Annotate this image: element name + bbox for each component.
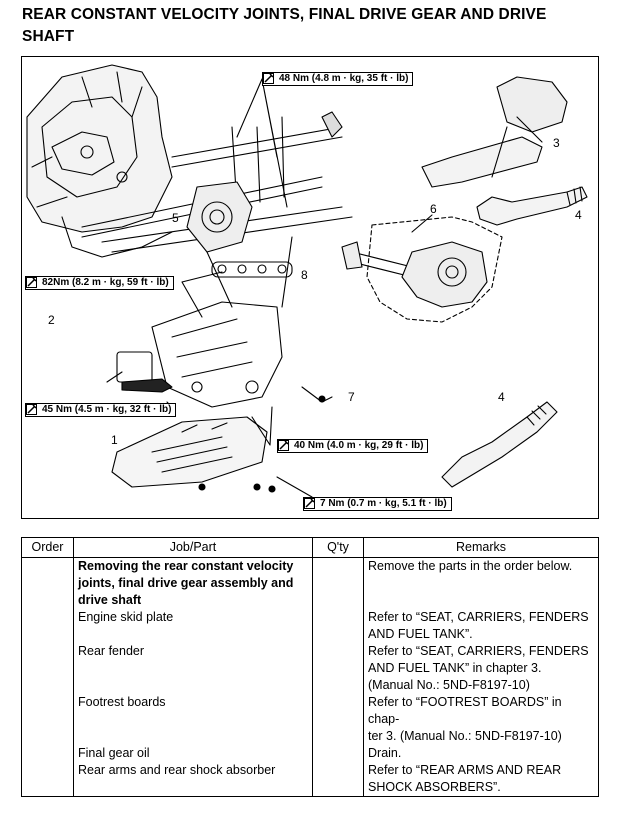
cell-job: Removing the rear constant velocity joint… — [73, 557, 313, 609]
cell-job-line: Removing the rear constant velocity — [78, 559, 294, 573]
cell-job-line: Rear fender — [78, 644, 145, 658]
torque-label-40nm: 40 Nm (4.0 m · kg, 29 ft · lb) — [277, 439, 429, 453]
cell-job-line: Footrest boards — [78, 695, 166, 709]
cell-remarks: Drain. — [363, 745, 599, 762]
table-row: Rear arms and rear shock absorber Refer t… — [21, 762, 599, 797]
callout-8: 8 — [301, 268, 308, 282]
exploded-diagram: 48 Nm (4.8 m · kg, 35 ft · lb) 82Nm (8.2… — [21, 56, 599, 519]
callout-4-lower: 4 — [498, 390, 505, 404]
cell-job: Rear arms and rear shock absorber — [73, 762, 313, 797]
cell-remarks-line: SHOCK ABSORBERS”. — [368, 780, 501, 794]
cell-qty — [312, 609, 364, 643]
torque-label-48nm: 48 Nm (4.8 m · kg, 35 ft · lb) — [262, 72, 414, 86]
cell-remarks: Refer to “FOOTREST BOARDS” in chap-ter 3… — [363, 694, 599, 745]
table-header-row: Order Job/Part Q'ty Remarks — [21, 537, 599, 558]
header-qty: Q'ty — [312, 537, 364, 558]
table-row: Rear fender Refer to “SEAT, CARRIERS, FEN… — [21, 643, 599, 694]
cell-remarks-line: Refer to “FOOTREST BOARDS” in chap- — [368, 695, 562, 726]
title-line-2: SHAFT — [22, 28, 75, 45]
title-line-1: REAR CONSTANT VELOCITY JOINTS, FINAL DRI… — [22, 6, 547, 23]
cell-order — [21, 762, 74, 797]
final-drive-drawing — [186, 181, 253, 253]
header-remarks: Remarks — [363, 537, 599, 558]
skid-plate-drawing — [111, 416, 268, 488]
torque-wrench-icon — [263, 73, 276, 85]
cell-qty — [312, 643, 364, 694]
callout-5: 5 — [172, 211, 179, 225]
torque-label-45nm: 45 Nm (4.5 m · kg, 32 ft · lb) — [25, 403, 177, 417]
table-body: Removing the rear constant velocity joint… — [21, 557, 599, 797]
cell-remarks: Remove the parts in the order below. — [363, 557, 599, 609]
torque-label-82nm: 82Nm (8.2 m · kg, 59 ft · lb) — [25, 276, 174, 290]
leader-lines — [166, 78, 543, 498]
cell-remarks-line: Drain. — [368, 746, 402, 760]
cell-qty — [312, 762, 364, 797]
callout-6: 6 — [430, 202, 437, 216]
callout-1: 1 — [111, 433, 118, 447]
callout-7: 7 — [348, 390, 355, 404]
cell-order — [21, 745, 74, 762]
cell-order — [21, 694, 74, 745]
cell-remarks: Refer to “REAR ARMS AND REAR SHOCK ABSORB… — [363, 762, 599, 797]
header-order: Order — [21, 537, 74, 558]
cell-job: Rear fender — [73, 643, 313, 694]
torque-wrench-icon — [278, 440, 291, 452]
cell-remarks-line: Refer to “SEAT, CARRIERS, FENDERS — [368, 644, 589, 658]
cell-order — [21, 643, 74, 694]
cell-job-line: drive shaft — [78, 593, 142, 607]
torque-label-7nm: 7 Nm (0.7 m · kg, 5.1 ft · lb) — [303, 497, 452, 511]
callout-2: 2 — [48, 313, 55, 327]
cell-remarks-line: Refer to “REAR ARMS AND REAR — [368, 763, 562, 777]
cell-job-line: Final gear oil — [78, 746, 150, 760]
cell-remarks-line: ter 3. (Manual No.: 5ND-F8197-10) — [368, 729, 562, 743]
cell-job-line: Engine skid plate — [78, 610, 174, 624]
cell-remarks-line: Refer to “SEAT, CARRIERS, FENDERS — [368, 610, 589, 624]
drive-shaft-drawing — [121, 241, 413, 393]
cell-order — [21, 609, 74, 643]
cv-cover-drawing — [421, 76, 568, 188]
table-row: Footrest boards Refer to “FOOTREST BOARDS… — [21, 694, 599, 745]
final-gear-case-drawing — [366, 216, 503, 323]
cell-order — [21, 557, 74, 609]
cell-job-line: joints, final drive gear assembly and — [78, 576, 294, 590]
cell-remarks: Refer to “SEAT, CARRIERS, FENDERS AND FUE… — [363, 609, 599, 643]
cv-joint-lower-drawing — [441, 401, 558, 488]
cell-remarks-line: AND FUEL TANK”. — [368, 627, 473, 641]
table-row: Final gear oil Drain. — [21, 745, 599, 762]
cell-job: Footrest boards — [73, 694, 313, 745]
torque-wrench-icon — [26, 277, 39, 289]
cell-job: Final gear oil — [73, 745, 313, 762]
cell-job: Engine skid plate — [73, 609, 313, 643]
torque-wrench-icon — [26, 404, 39, 416]
cell-job-line: Rear arms and rear shock absorber — [78, 763, 276, 777]
cv-joint-upper-drawing — [476, 186, 588, 226]
cell-remarks: Refer to “SEAT, CARRIERS, FENDERS AND FUE… — [363, 643, 599, 694]
page-title: REAR CONSTANT VELOCITY JOINTS, FINAL DRI… — [22, 4, 612, 48]
header-job-part: Job/Part — [73, 537, 313, 558]
cell-remarks-line: (Manual No.: 5ND-F8197-10) — [368, 678, 530, 692]
engine-block-drawing — [26, 64, 173, 258]
table-row: Removing the rear constant velocity joint… — [21, 557, 599, 609]
callout-4-upper: 4 — [575, 208, 582, 222]
parts-table: Order Job/Part Q'ty Remarks Removing the… — [21, 537, 599, 797]
cell-qty — [312, 557, 364, 609]
cell-remarks-line: Remove the parts in the order below. — [368, 559, 573, 573]
diagram-drawing — [26, 64, 588, 498]
cell-qty — [312, 745, 364, 762]
callout-3: 3 — [553, 136, 560, 150]
torque-wrench-icon — [304, 498, 317, 510]
table-row: Engine skid plate Refer to “SEAT, CARRIER… — [21, 609, 599, 643]
cell-qty — [312, 694, 364, 745]
bolts-drawing — [198, 386, 333, 493]
cell-remarks-line: AND FUEL TANK” in chapter 3. — [368, 661, 542, 675]
